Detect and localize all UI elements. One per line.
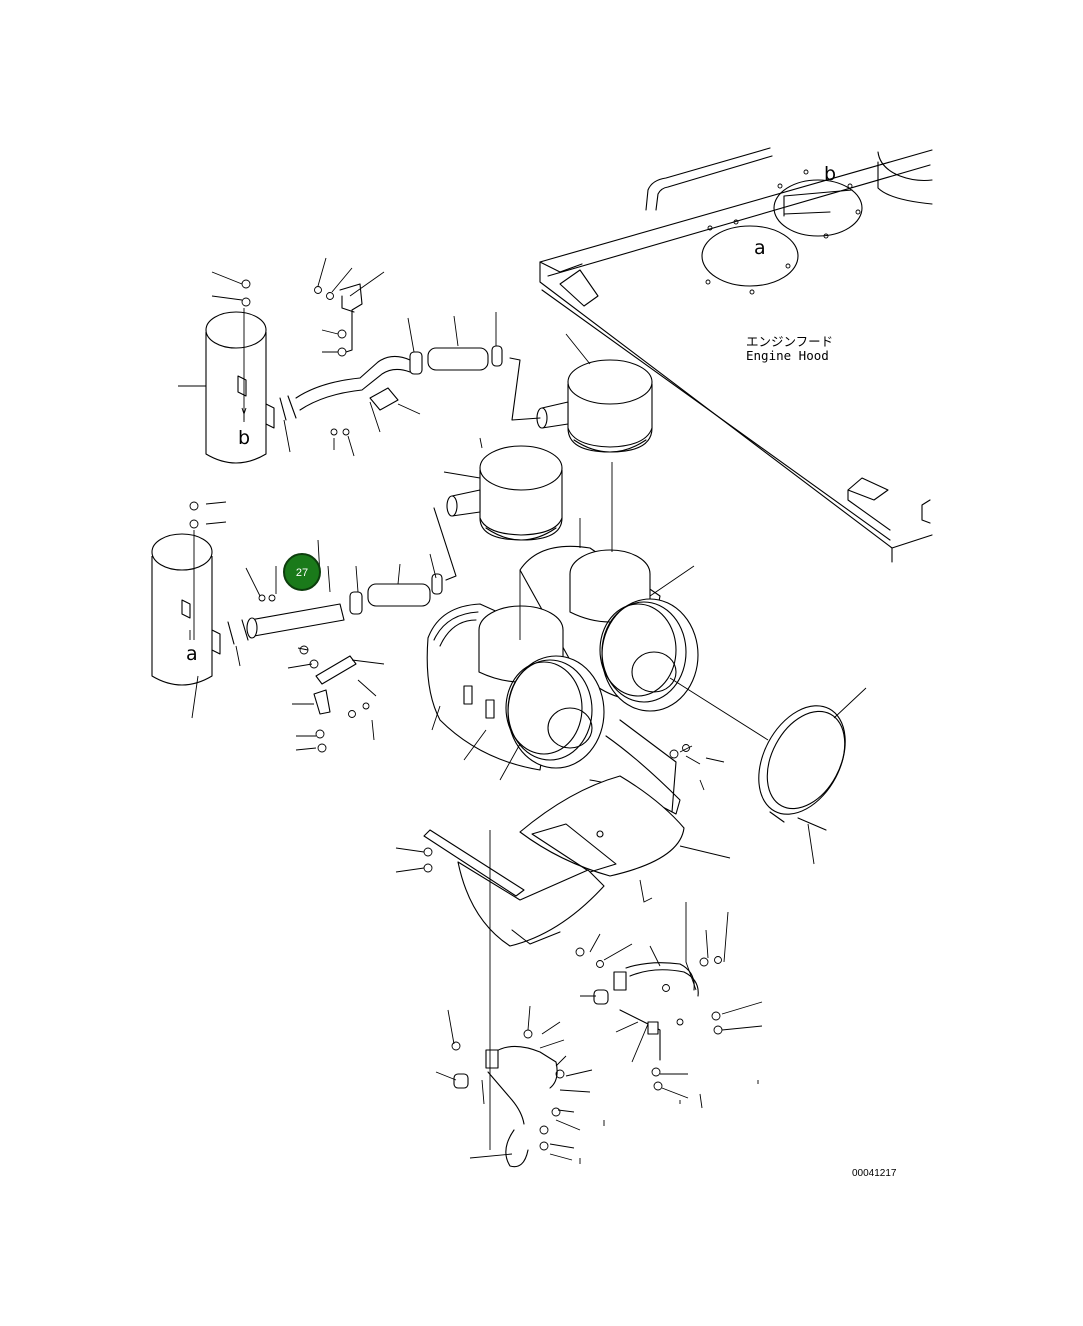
- ref-label-b-hood: b: [824, 163, 836, 185]
- ref-label-a-hood: a: [754, 237, 766, 259]
- stack-lower: [152, 534, 248, 685]
- drawing-number: 00041217: [852, 1168, 897, 1179]
- engine-hood-label-jp: エンジンフード: [746, 334, 833, 349]
- stack-upper: [206, 312, 296, 463]
- band-clamp: [741, 691, 863, 830]
- engine-hood-label-en: Engine Hood: [746, 348, 829, 363]
- air-cleaner-front: [427, 604, 604, 770]
- engine-hood: [540, 148, 932, 562]
- cover-plate: [520, 720, 684, 876]
- reference-labels: b a a b: [186, 163, 836, 665]
- pre-cleaner-upper: [537, 360, 652, 452]
- wire-harness: [454, 963, 698, 1167]
- intake-pipe-lower: [247, 508, 456, 638]
- intake-pipe-upper: [296, 346, 540, 420]
- bracket-lower: [314, 656, 356, 714]
- ref-label-a-lower: a: [186, 643, 198, 665]
- pre-cleaner-lower: [447, 446, 562, 540]
- callout-27[interactable]: 27: [284, 554, 320, 590]
- leader-lines: [178, 258, 866, 1164]
- duct-shield: [424, 830, 604, 946]
- hardware: [190, 170, 860, 1150]
- bracket-upper: [340, 284, 362, 352]
- callout-27-number[interactable]: 27: [296, 567, 308, 579]
- callout-27-circle[interactable]: [284, 554, 320, 590]
- ref-label-b-upper: b: [238, 427, 250, 449]
